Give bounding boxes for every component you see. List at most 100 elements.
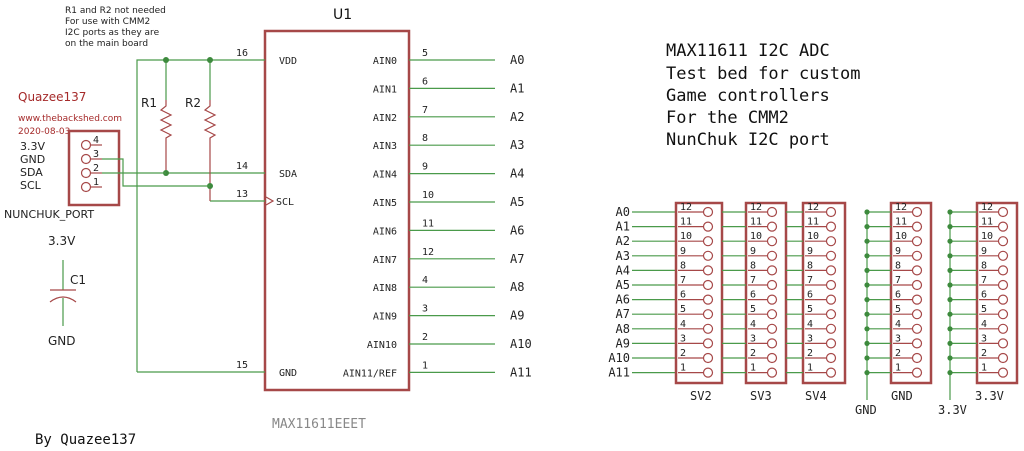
ic-u1: U1 MAX11611EEET 16 VDD 14 SDA 13 SCL 15 … xyxy=(137,7,532,432)
junction-dot xyxy=(207,57,213,63)
pin-number: 7 xyxy=(895,275,901,286)
pin-name: AIN1 xyxy=(373,84,397,95)
pin-number: 2 xyxy=(895,348,901,359)
pin-number: 6 xyxy=(750,290,756,301)
pin-number: 2 xyxy=(93,163,99,174)
connector-body xyxy=(67,129,121,207)
pin-number: 11 xyxy=(422,218,434,229)
junction-dot xyxy=(864,297,870,303)
title-line: For the CMM2 xyxy=(666,108,789,128)
pin-name: AIN7 xyxy=(373,255,397,266)
pin-number: 3 xyxy=(895,333,901,344)
pin-number: 8 xyxy=(807,260,813,271)
capacitor-c1: 3.3V C1 GND xyxy=(48,234,86,348)
pin-number: 10 xyxy=(981,231,993,242)
net-label: A7 xyxy=(616,307,630,321)
net-label: A5 xyxy=(616,278,630,292)
junction-dot xyxy=(947,355,953,361)
pin-number: 9 xyxy=(422,162,428,173)
pin-name: SCL xyxy=(276,197,294,208)
pin-name: GND xyxy=(279,368,297,379)
connector-body xyxy=(801,201,847,385)
pin-number: 10 xyxy=(680,231,692,242)
net-label: A8 xyxy=(510,280,524,294)
title-line: NunChuk I2C port xyxy=(666,130,830,150)
resistor-ref: R1 xyxy=(141,96,157,110)
junction-dot xyxy=(864,311,870,317)
header-ref: GND xyxy=(891,389,913,403)
pin-name: AIN2 xyxy=(373,113,397,124)
pin-number: 7 xyxy=(680,275,686,286)
header-ref: SV4 xyxy=(805,389,827,403)
pin-number: 2 xyxy=(981,348,987,359)
pin-number: 8 xyxy=(895,260,901,271)
net-label: A3 xyxy=(616,249,630,263)
pin-number: 12 xyxy=(981,202,993,213)
net-label: A5 xyxy=(510,195,524,209)
pin-number: 6 xyxy=(895,290,901,301)
junction-dot xyxy=(864,224,870,230)
nunchuk-connector: 3.3V GND SDA SCL 4 3 2 1 NUNCHUK_PORT xyxy=(4,129,121,221)
pin-number: 15 xyxy=(236,360,248,371)
header-area: A0A1A2A3A4A5A6A7A8A9A10A1112111098765432… xyxy=(608,201,1019,417)
net-label: A8 xyxy=(616,322,630,336)
cap-top-label: 3.3V xyxy=(48,234,76,248)
resistor-ref: R2 xyxy=(185,96,201,110)
ic-pin-vdd: 16 VDD xyxy=(210,48,297,67)
junction-dot xyxy=(947,267,953,273)
net-label: A9 xyxy=(616,336,630,350)
pin-number: 11 xyxy=(895,217,907,228)
connector-body xyxy=(889,201,933,385)
pin-number: 5 xyxy=(895,304,901,315)
author-date: 2020-08-03 xyxy=(18,127,70,137)
pin-number: 4 xyxy=(750,319,756,330)
junction-dot xyxy=(947,238,953,244)
pin-number: 9 xyxy=(680,246,686,257)
pin-number: 11 xyxy=(750,217,762,228)
pin-number: 11 xyxy=(807,217,819,228)
power-wiring xyxy=(136,57,213,372)
pin-number: 3 xyxy=(680,333,686,344)
note-line: For use with CMM2 xyxy=(65,17,150,27)
pin-number: 11 xyxy=(680,217,692,228)
net-label: A10 xyxy=(608,351,630,365)
pin-number: 9 xyxy=(981,246,987,257)
junction-dot xyxy=(864,370,870,376)
pin-number: 16 xyxy=(236,48,248,59)
bus-label: 3.3V xyxy=(938,403,967,417)
pin-number: 3 xyxy=(981,333,987,344)
pin-number: 4 xyxy=(422,275,428,286)
pin-number: 3 xyxy=(807,333,813,344)
title-line: MAX11611 I2C ADC xyxy=(666,41,830,61)
junction-dot xyxy=(864,238,870,244)
pin-name: AIN9 xyxy=(373,312,397,323)
net-label: A2 xyxy=(616,234,630,248)
pin-number: 4 xyxy=(807,319,813,330)
pin-number: 2 xyxy=(680,348,686,359)
pin-number: 8 xyxy=(422,133,428,144)
pin-number: 7 xyxy=(750,275,756,286)
pin-name: AIN0 xyxy=(373,56,397,67)
pin-number: 7 xyxy=(981,275,987,286)
pin-number: 5 xyxy=(422,48,428,59)
pin-number: 9 xyxy=(807,246,813,257)
pin-number: 4 xyxy=(93,135,99,146)
net-label: A1 xyxy=(510,81,524,95)
pin-number: 1 xyxy=(807,363,813,374)
connector-body xyxy=(674,201,724,385)
pin-number: 6 xyxy=(981,290,987,301)
pin-number: 14 xyxy=(236,161,248,172)
pin-name: SDA xyxy=(279,169,297,180)
junction-dot xyxy=(864,282,870,288)
title-line: Game controllers xyxy=(666,86,830,106)
pin-number: 8 xyxy=(750,260,756,271)
pin-number: 5 xyxy=(680,304,686,315)
